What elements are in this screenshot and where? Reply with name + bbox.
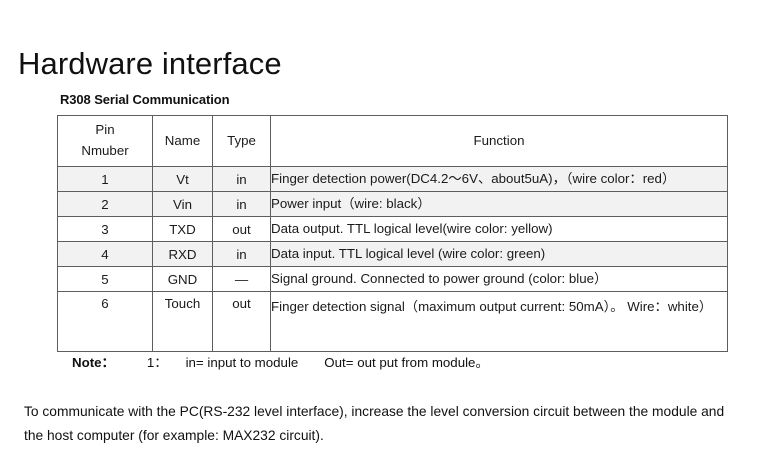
cell-function: Signal ground. Connected to power ground… [270, 266, 728, 292]
table-note: Note： 1： in= input to module Out= out put f… [72, 352, 489, 371]
serial-communication-table: Pin Nmuber Name Type Function 1 Vt in Fi… [57, 115, 728, 352]
cell-name: Touch [152, 291, 213, 352]
cell-name: RXD [152, 241, 213, 267]
cell-function: Power input（wire: black） [270, 191, 728, 217]
pin-table-container: Pin Nmuber Name Type Function 1 Vt in Fi… [57, 115, 728, 352]
column-header-pin-line2: Nmuber [81, 143, 129, 158]
cell-name: Vt [152, 166, 213, 192]
cell-pin-number: 1 [57, 166, 153, 192]
cell-function: Finger detection signal（maximum output c… [270, 291, 728, 352]
cell-type: in [212, 241, 271, 267]
cell-pin-number: 5 [57, 266, 153, 292]
section-caption: R308 Serial Communication [60, 92, 230, 107]
cell-pin-number: 4 [57, 241, 153, 267]
cell-type: in [212, 166, 271, 192]
cell-function: Data output. TTL logical level(wire colo… [270, 216, 728, 242]
page-title: Hardware interface [18, 45, 282, 81]
table-row: 6 Touch out Finger detection signal（maxi… [57, 291, 728, 352]
column-header-type: Type [212, 115, 271, 167]
cell-function: Data input. TTL logical level (wire colo… [270, 241, 728, 267]
column-header-pin-number: Pin Nmuber [57, 115, 153, 167]
column-header-name: Name [152, 115, 213, 167]
cell-function: Finger detection power(DC4.2～6V、about5uA… [270, 166, 728, 192]
cell-type: — [212, 266, 271, 292]
cell-pin-number: 2 [57, 191, 153, 217]
table-row: 2 Vin in Power input（wire: black） [57, 191, 728, 217]
table-header-row: Pin Nmuber Name Type Function [57, 115, 728, 167]
table-row: 4 RXD in Data input. TTL logical level (… [57, 241, 728, 267]
column-header-pin-line1: Pin [95, 122, 115, 138]
note-text-output: Out= out put from module。 [324, 355, 489, 370]
cell-name: GND [152, 266, 213, 292]
column-header-function: Function [270, 115, 728, 167]
note-text-input: in= input to module [185, 355, 299, 370]
cell-type: out [212, 291, 271, 352]
cell-pin-number: 6 [57, 291, 153, 352]
table-row: 3 TXD out Data output. TTL logical level… [57, 216, 728, 242]
table-row: 5 GND — Signal ground. Connected to powe… [57, 266, 728, 292]
note-index: 1： [146, 355, 168, 370]
cell-name: TXD [152, 216, 213, 242]
cell-pin-number: 3 [57, 216, 153, 242]
cell-type: out [212, 216, 271, 242]
cell-type: in [212, 191, 271, 217]
cell-name: Vin [152, 191, 213, 217]
note-label: Note： [72, 355, 115, 370]
body-paragraph: To communicate with the PC(RS-232 level … [24, 403, 725, 443]
table-row: 1 Vt in Finger detection power(DC4.2～6V、… [57, 166, 728, 192]
